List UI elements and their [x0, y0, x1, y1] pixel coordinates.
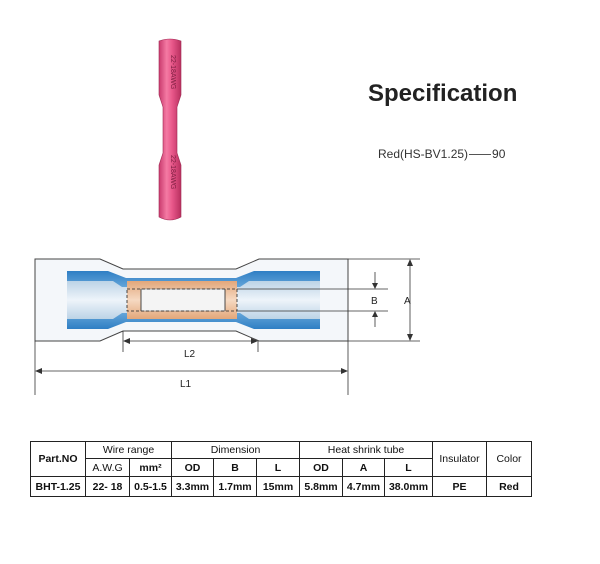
dim-od-header: OD [171, 458, 214, 477]
barrel-core [140, 288, 226, 312]
awg-cell: 22- 18 [85, 476, 130, 497]
model-qty: 90 [492, 147, 506, 161]
mm2-header: mm² [129, 458, 172, 477]
wire-range-header: Wire range [85, 441, 172, 459]
part-no-header: Part.NO [30, 441, 86, 477]
hs-od-cell: 5.8mm [299, 476, 343, 497]
model-leader-line [469, 154, 492, 156]
awg-header: A.W.G [85, 458, 130, 477]
dimension-arrows [35, 259, 413, 374]
dimension-label-b: B [371, 296, 378, 307]
color-cell: Red [486, 476, 532, 497]
hs-a-header: A [342, 458, 385, 477]
spec-table: Part.NO Wire range Dimension Heat shrink… [30, 441, 532, 497]
product-printing: 22-18AWG [169, 55, 176, 89]
insulator-header: Insulator [432, 441, 487, 477]
dim-l-cell: 15mm [256, 476, 300, 497]
hs-od-header: OD [299, 458, 343, 477]
dimension-label-a: A [404, 296, 411, 307]
product-image: 22-18AWG 22-18AWG [158, 38, 182, 221]
hs-l-cell: 38.0mm [384, 476, 433, 497]
product-printing-lower: 22-18AWG [169, 155, 176, 189]
model-name: Red(HS-BV1.25) [378, 147, 469, 161]
dim-od-cell: 3.3mm [171, 476, 214, 497]
hs-a-cell: 4.7mm [342, 476, 385, 497]
connector-diagram: B A L2 L1 [34, 258, 420, 395]
dim-b-cell: 1.7mm [213, 476, 257, 497]
part-no-cell: BHT-1.25 [30, 476, 86, 497]
table-row: BHT-1.25 22- 18 0.5-1.5 3.3mm 1.7mm 15mm… [30, 476, 532, 497]
dim-l-header: L [256, 458, 300, 477]
insulator-cell: PE [432, 476, 487, 497]
dimension-lines [34, 258, 420, 395]
specification-title: Specification [368, 80, 518, 107]
dimension-label-l1: L1 [180, 379, 192, 390]
dim-b-header: B [213, 458, 257, 477]
mm2-cell: 0.5-1.5 [129, 476, 172, 497]
dimension-header: Dimension [171, 441, 300, 459]
table-header-row: Part.NO Wire range Dimension Heat shrink… [30, 441, 532, 477]
color-header: Color [486, 441, 532, 477]
hs-l-header: L [384, 458, 433, 477]
heat-shrink-header: Heat shrink tube [299, 441, 433, 459]
barrel-dashed-outline [126, 288, 238, 312]
model-spec: Red(HS-BV1.25) 90 [378, 147, 505, 161]
dimension-label-l2: L2 [184, 349, 196, 360]
